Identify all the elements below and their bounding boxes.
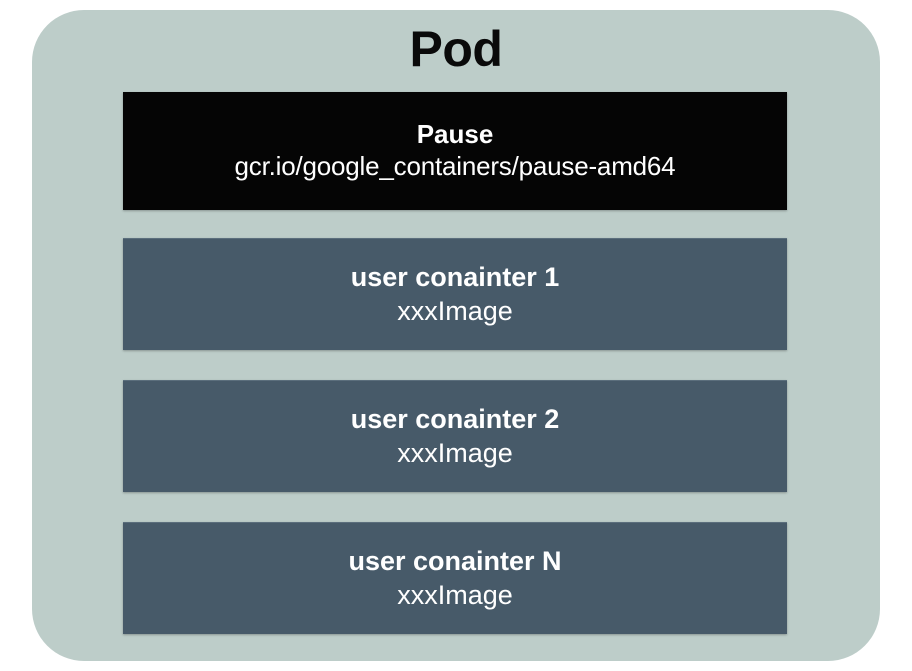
user-container-name: user conainter 2	[350, 404, 560, 434]
user-container-box: user conainter 2 xxxImage	[123, 380, 787, 492]
pause-container-image: gcr.io/google_containers/pause-amd64	[234, 151, 676, 181]
user-container-name: user conainter N	[348, 546, 562, 576]
pause-container-box: Pause gcr.io/google_containers/pause-amd…	[123, 92, 787, 210]
user-container-image: xxxImage	[397, 296, 513, 326]
user-container-box: user conainter N xxxImage	[123, 522, 787, 634]
user-container-name: user conainter 1	[350, 262, 560, 292]
container-stack: Pause gcr.io/google_containers/pause-amd…	[123, 92, 787, 634]
user-container-box: user conainter 1 xxxImage	[123, 238, 787, 350]
user-container-image: xxxImage	[397, 580, 513, 610]
pod-title: Pod	[409, 21, 503, 77]
pause-container-name: Pause	[416, 119, 494, 149]
user-container-image: xxxImage	[397, 438, 513, 468]
pod-container: Pod Pause gcr.io/google_containers/pause…	[32, 10, 880, 661]
